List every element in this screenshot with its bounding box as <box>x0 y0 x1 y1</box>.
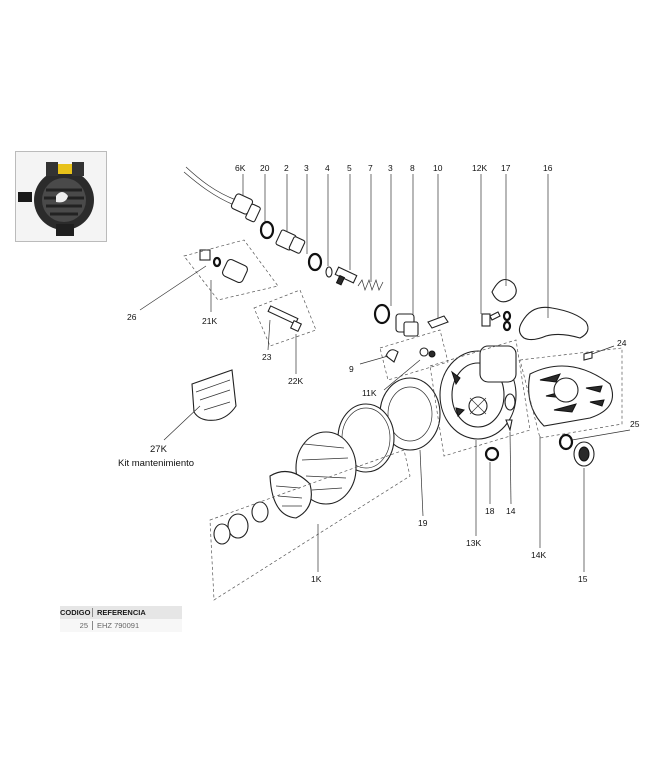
callout-21K: 21K <box>202 316 217 326</box>
front-cover-part-14K <box>528 365 614 427</box>
callout-17: 17 <box>501 163 511 173</box>
clip-part-17 <box>491 278 517 303</box>
part-14 <box>504 393 516 411</box>
fitting-part-2 <box>275 229 306 254</box>
callout-9: 9 <box>349 364 354 374</box>
o-ring-3b <box>373 303 391 325</box>
callout-4: 4 <box>325 163 330 173</box>
callout-10: 10 <box>433 163 443 173</box>
callout-2: 2 <box>284 163 289 173</box>
assembly-outline-11K <box>379 329 449 381</box>
assembly-outline-1K <box>209 449 411 601</box>
callout-24: 24 <box>617 338 627 348</box>
fitting-part-21K <box>199 249 249 284</box>
o-ring-3a <box>307 252 323 272</box>
table-row: 25 EHZ 790091 <box>60 619 182 632</box>
housing-part-13K <box>439 345 517 440</box>
part-11K <box>419 347 429 357</box>
table-header-code: CODIGO <box>60 608 93 617</box>
callout-6K: 6K <box>235 163 246 173</box>
callout-8: 8 <box>410 163 415 173</box>
valve-body-part-8 <box>395 313 419 337</box>
hose-end-part <box>230 193 261 223</box>
product-thumbnail <box>15 151 107 242</box>
o-ring-18 <box>484 446 500 462</box>
assembly-outline-22K <box>253 289 317 347</box>
screw-part-23 <box>267 305 303 333</box>
purge-cover-part-1K <box>213 431 357 545</box>
regulator-photo-icon <box>16 152 106 241</box>
callout-1K: 1K <box>311 574 322 584</box>
callout-15: 15 <box>578 574 588 584</box>
lever-part-10 <box>427 315 449 329</box>
callout-12K: 12K <box>472 163 487 173</box>
callout-18: 18 <box>485 506 495 516</box>
reference-table: CODIGO REFERENCIA 25 EHZ 790091 <box>60 606 182 632</box>
callout-3: 3 <box>304 163 309 173</box>
o-ring-25 <box>558 433 574 451</box>
table-cell-ref: EHZ 790091 <box>97 621 140 630</box>
part-24 <box>583 351 593 361</box>
hose <box>185 166 237 201</box>
table-header-row: CODIGO REFERENCIA <box>60 606 182 619</box>
assembly-outline-21K <box>183 239 279 301</box>
callout-20: 20 <box>260 163 270 173</box>
part-12K <box>481 311 501 327</box>
callout-14K: 14K <box>531 550 546 560</box>
callout-3-second: 3 <box>388 163 393 173</box>
spring-7 <box>357 278 384 292</box>
poppet-part-5 <box>334 266 358 286</box>
callout-11K: 11K <box>362 388 377 398</box>
kit-maintenance-label: Kit mantenimiento <box>118 458 194 469</box>
callout-26: 26 <box>127 312 137 322</box>
callout-23: 23 <box>262 352 272 362</box>
part-9 <box>385 349 399 363</box>
callout-25: 25 <box>630 419 640 429</box>
callout-27K: 27K <box>150 444 168 455</box>
assembly-outline-14K <box>519 347 623 439</box>
leader-lines <box>139 174 631 572</box>
o-ring-20 <box>259 220 275 240</box>
table-cell-code: 25 <box>60 621 93 630</box>
washer-4 <box>325 266 333 278</box>
callout-5: 5 <box>347 163 352 173</box>
table-header-ref: REFERENCIA <box>97 608 146 617</box>
callout-19: 19 <box>418 518 428 528</box>
callout-7: 7 <box>368 163 373 173</box>
mouthpiece-part-16 <box>518 306 589 341</box>
callout-22K: 22K <box>288 376 303 386</box>
callout-16: 16 <box>543 163 553 173</box>
exhaust-valve-part-15 <box>573 441 595 467</box>
callout-13K: 13K <box>466 538 481 548</box>
callout-14: 14 <box>506 506 516 516</box>
